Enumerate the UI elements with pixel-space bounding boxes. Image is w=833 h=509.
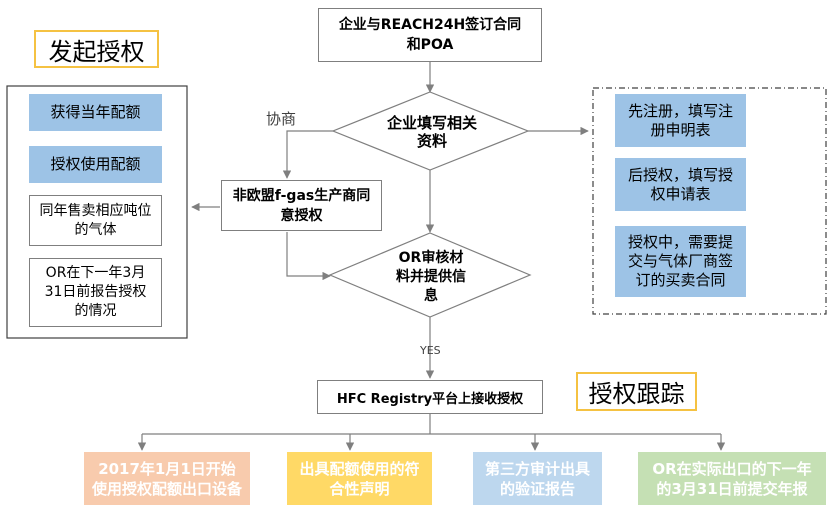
bottom-item-audit: 第三方审计出具的验证报告 xyxy=(473,452,602,505)
tag-initiate: 发起授权 xyxy=(34,30,159,68)
negotiate-label: 协商 xyxy=(266,110,297,128)
left-panel-frame xyxy=(6,85,188,339)
right-item-contract: 授权中，需要提交与气体厂商签订的买卖合同 xyxy=(615,226,746,297)
or-review-diamond xyxy=(328,232,532,318)
yes-label: YES xyxy=(420,344,441,357)
right-panel-frame xyxy=(592,87,827,315)
bottom-item-annual-report: OR在实际出口的下一年的3月31日前提交年报 xyxy=(638,452,826,505)
right-item-authorize: 后授权，填写授权申请表 xyxy=(615,158,746,211)
fill-info-diamond xyxy=(331,91,530,171)
left-item-report: OR在下一年3月31日前报告授权的情况 xyxy=(29,258,162,327)
left-item-sell: 同年售卖相应吨位的气体 xyxy=(29,195,162,246)
non-eu-producer-box: 非欧盟f-gas生产商同意授权 xyxy=(221,180,382,231)
right-item-register: 先注册，填写注册申明表 xyxy=(615,94,746,147)
fill-info-label: 企业填写相关资料 xyxy=(387,114,478,150)
left-item-quota: 获得当年配额 xyxy=(29,94,162,131)
registry-box: HFC Registry平台上接收授权 xyxy=(317,380,543,414)
left-item-authorize: 授权使用配额 xyxy=(29,146,162,183)
tag-tracking: 授权跟踪 xyxy=(576,372,697,411)
or-review-label: OR审核材料并提供信息 xyxy=(396,249,466,304)
bottom-item-export: 2017年1月1日开始使用授权配额出口设备 xyxy=(84,452,250,505)
contract-box: 企业与REACH24H签订合同和POA xyxy=(318,8,542,62)
bottom-item-declaration: 出具配额使用的符合性声明 xyxy=(287,452,432,505)
